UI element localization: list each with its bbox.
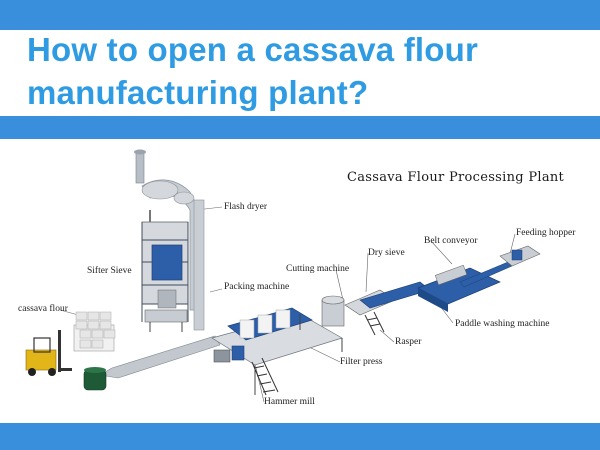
flour-bags-icon (73, 311, 116, 352)
packing-machine-icon (144, 309, 188, 332)
top-banner-band (0, 0, 600, 30)
label-hammer-mill: Hammer mill (264, 397, 315, 407)
label-rasper: Rasper (395, 337, 422, 347)
stairs-icon (251, 357, 279, 396)
diagram-title: Cassava Flour Processing Plant (347, 170, 565, 185)
label-feeding-hopper: Feeding hopper (516, 228, 576, 238)
headline-line-1: How to open a cassava flour (27, 31, 479, 68)
label-sifter-sieve: Sifter Sieve (87, 266, 132, 276)
label-packing-machine: Packing machine (224, 282, 290, 292)
headline-box (0, 30, 600, 116)
flash-dryer-icon (134, 149, 205, 331)
label-paddle-washing-machine: Paddle washing machine (455, 319, 550, 329)
conveying-pipe-icon (99, 335, 221, 379)
middle-banner-band (0, 116, 600, 139)
filter-press-icon (211, 307, 343, 395)
label-cutting-machine: Cutting machine (286, 264, 350, 274)
label-cassava-flour: cassava flour (18, 304, 68, 314)
label-belt-conveyor: Belt conveyor (424, 236, 478, 246)
label-dry-sieve: Dry sieve (368, 248, 405, 258)
processing-plant-illustration (25, 149, 541, 403)
forklift-icon (25, 330, 72, 376)
feeding-hopper-icon (499, 245, 541, 267)
label-flash-dryer: Flash dryer (224, 202, 268, 212)
bottom-banner-band (0, 423, 600, 450)
sifter-sieve-icon (141, 210, 189, 322)
headline-line-2: manufacturing plant? (27, 74, 369, 111)
label-filter-press: Filter press (340, 357, 383, 367)
hammer-mill-icon (213, 345, 245, 363)
cutting-machine-icon (321, 295, 345, 327)
dust-collector-icon (83, 367, 107, 391)
